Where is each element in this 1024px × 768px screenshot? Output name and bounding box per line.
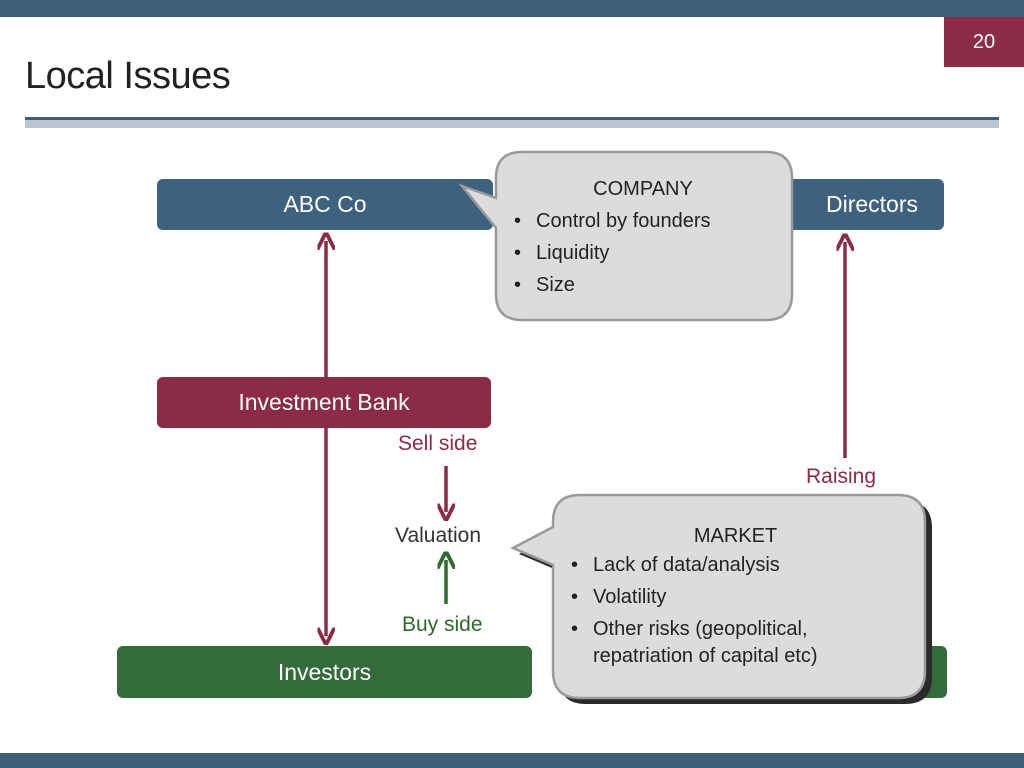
investment-bank-node: Investment Bank [157, 377, 491, 428]
buy-side-label: Buy side [402, 613, 483, 636]
list-item: •Other risks (geopolitical, repatriation… [571, 618, 818, 667]
company-node: ABC Co [157, 179, 493, 230]
company-callout-bubble [458, 150, 794, 322]
slide-title: Local Issues [25, 55, 231, 97]
bullet-icon: • [514, 210, 522, 232]
list-item: •Liquidity [506, 237, 780, 269]
top-accent-bar [0, 0, 1024, 17]
company-callout-list: •Control by founders •Liquidity •Size [506, 205, 780, 301]
company-callout-heading: COMPANY [593, 178, 693, 200]
market-callout-bubble [510, 493, 927, 700]
bullet-icon: • [514, 242, 522, 264]
list-item: •Lack of data/analysis [563, 552, 908, 579]
raising-label: Raising [806, 465, 877, 488]
market-callout-heading: MARKET [693, 525, 778, 547]
list-item: •Volatility [563, 584, 908, 611]
valuation-label: Valuation [395, 524, 482, 547]
list-item: •Size [506, 269, 780, 301]
page-number-badge: 20 [944, 17, 1024, 67]
bottom-accent-bar [0, 753, 1024, 768]
title-divider [25, 117, 999, 128]
market-callout-list: •Lack of data/analysis •Volatility •Othe… [563, 552, 908, 670]
bullet-icon: • [514, 274, 522, 296]
bullet-icon: • [571, 586, 579, 608]
bullet-icon: • [571, 618, 579, 640]
market-callout: MARKET •Lack of data/analysis •Volatilit… [563, 520, 908, 675]
list-item: •Control by founders [506, 205, 780, 237]
sell-side-label: Sell side [398, 432, 478, 455]
bullet-icon: • [571, 554, 579, 576]
investors-node: Investors [117, 646, 532, 698]
company-callout: COMPANY •Control by founders •Liquidity … [506, 173, 780, 301]
